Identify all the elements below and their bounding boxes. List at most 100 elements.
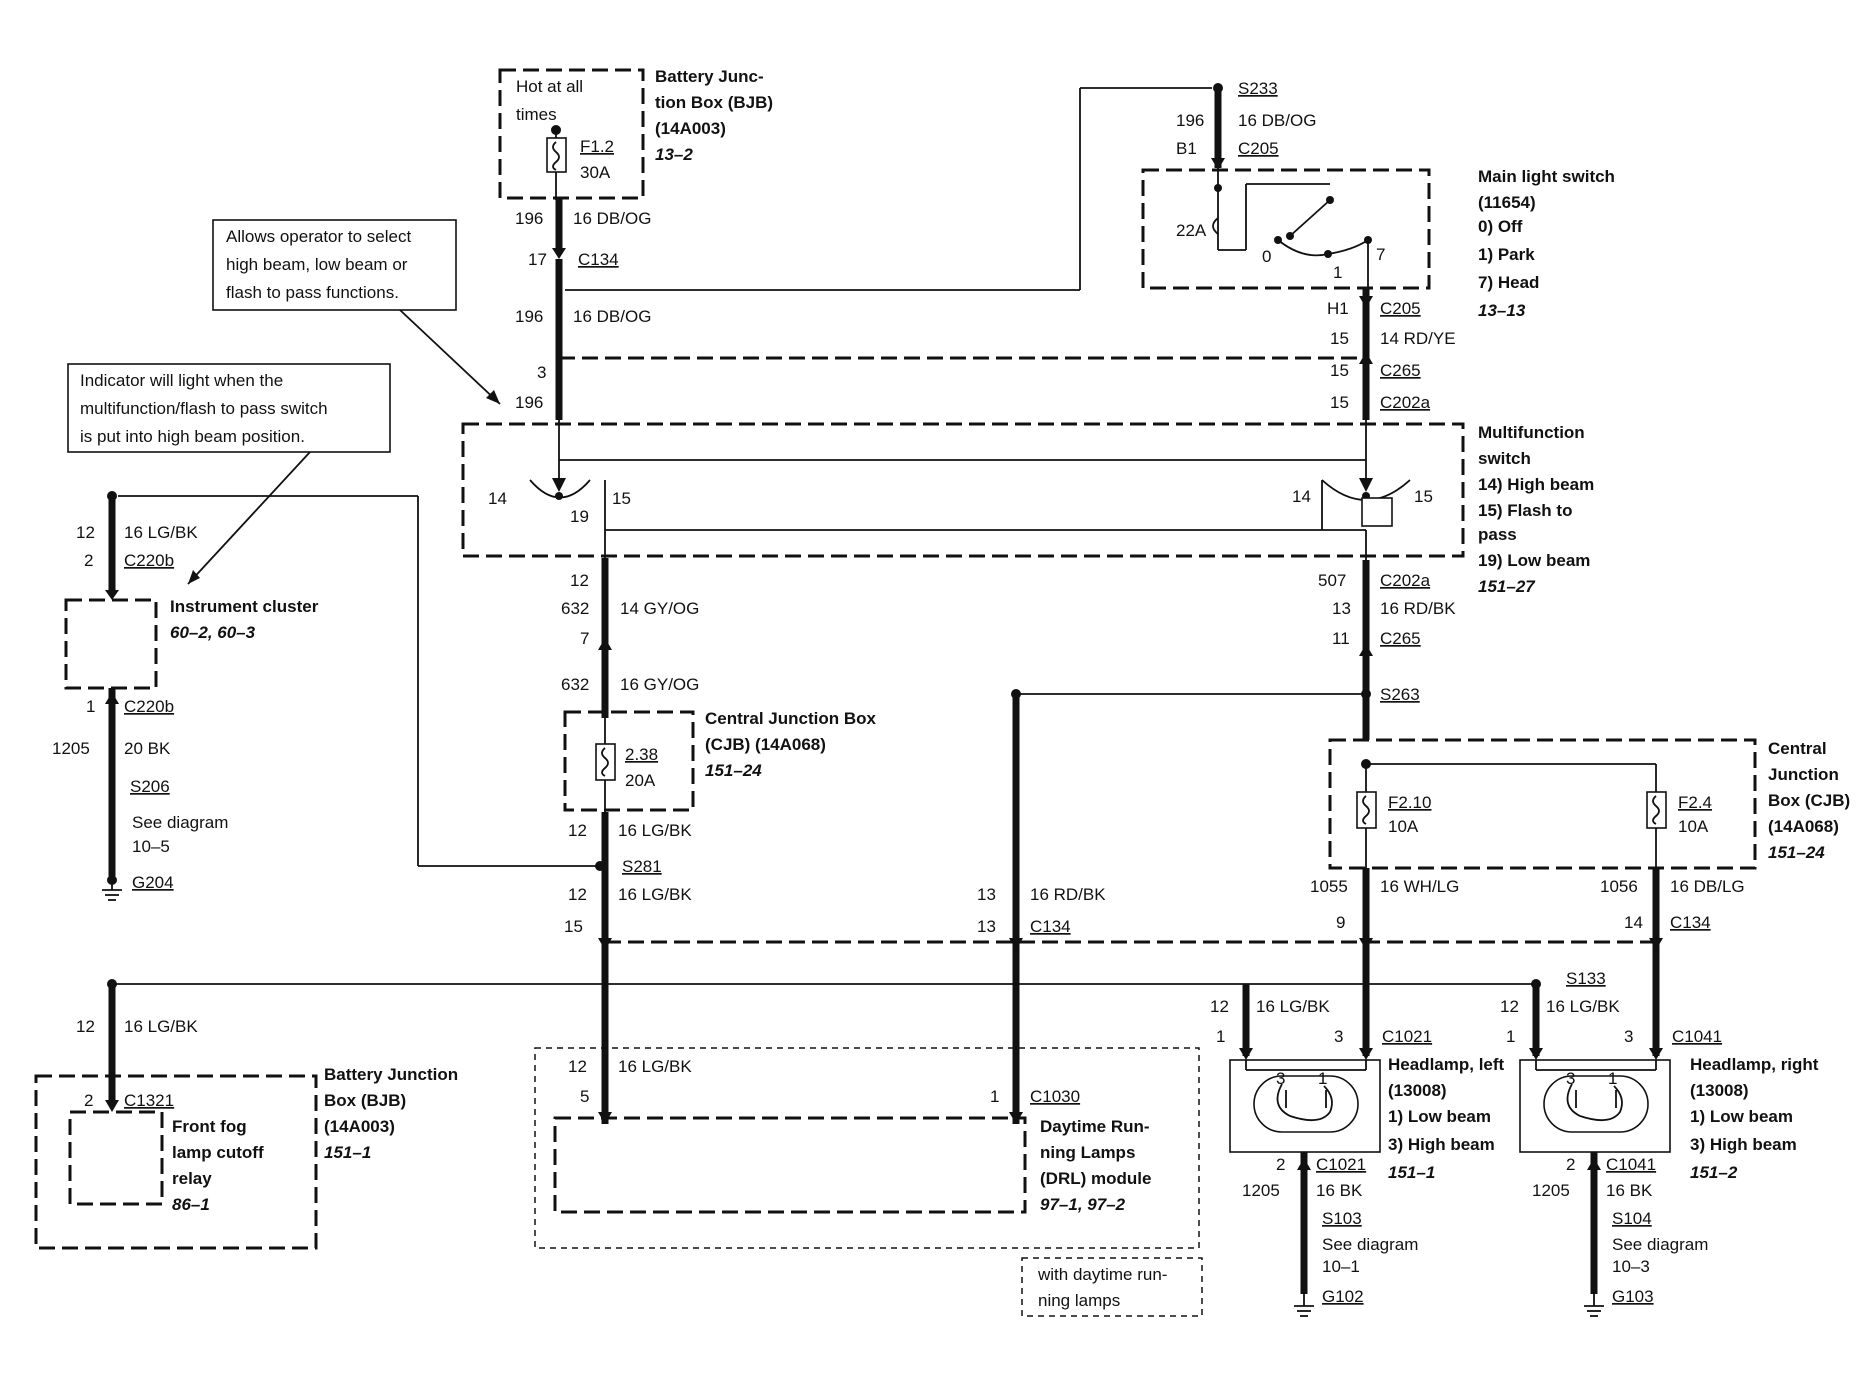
svg-text:0) Off: 0) Off (1478, 217, 1523, 236)
note-beam-select-arrowhead (486, 390, 500, 404)
svg-text:Hot at all: Hot at all (516, 77, 583, 96)
svg-text:2: 2 (1566, 1155, 1575, 1174)
svg-text:16 DB/OG: 16 DB/OG (1238, 111, 1316, 130)
svg-text:Central: Central (1768, 739, 1827, 758)
svg-text:C265: C265 (1380, 629, 1421, 648)
svg-text:151–24: 151–24 (705, 761, 762, 780)
svg-text:196: 196 (515, 209, 543, 228)
svg-text:10A: 10A (1678, 817, 1709, 836)
svg-text:tion Box (BJB): tion Box (BJB) (655, 93, 773, 112)
multifunction-switch-component: 14 19 15 14 19 15 Multifunction switch 1… (461, 422, 1594, 596)
svg-text:relay: relay (172, 1169, 212, 1188)
svg-text:pass: pass (1478, 525, 1517, 544)
svg-text:17: 17 (528, 250, 547, 269)
svg-text:See diagram: See diagram (1322, 1235, 1418, 1254)
svg-text:C202a: C202a (1380, 571, 1431, 590)
svg-text:Multifunction: Multifunction (1478, 423, 1585, 442)
svg-text:15: 15 (1330, 329, 1349, 348)
svg-text:flash to pass functions.: flash to pass functions. (226, 283, 399, 302)
svg-text:3: 3 (1334, 1027, 1343, 1046)
svg-text:1205: 1205 (52, 739, 90, 758)
fog-lamp-relay-component: 12 16 LG/BK 2 C1321 Front fog lamp cutof… (34, 984, 458, 1250)
svg-text:(11654): (11654) (1478, 193, 1536, 212)
svg-text:Central Junction Box: Central Junction Box (705, 709, 877, 728)
svg-text:1) Low beam: 1) Low beam (1690, 1107, 1793, 1126)
svg-text:Main light switch: Main light switch (1478, 167, 1615, 186)
svg-text:B1: B1 (1176, 139, 1197, 158)
svg-text:16 LG/BK: 16 LG/BK (1256, 997, 1330, 1016)
svg-text:(14A003): (14A003) (324, 1117, 395, 1136)
svg-text:0: 0 (1262, 247, 1271, 266)
left-column-labels: 196 16 DB/OG 17 C134 196 16 DB/OG 3 196 … (515, 209, 699, 694)
svg-text:F2.4: F2.4 (1678, 793, 1712, 812)
svg-text:16 LG/BK: 16 LG/BK (124, 523, 198, 542)
svg-text:3: 3 (1566, 1069, 1575, 1088)
svg-text:507: 507 (1318, 571, 1346, 590)
svg-text:C205: C205 (1380, 299, 1421, 318)
svg-text:C134: C134 (1670, 913, 1711, 932)
svg-text:196: 196 (1176, 111, 1204, 130)
instrument-cluster-component: 12 16 LG/BK 2 C220b Instrument cluster 6… (52, 491, 600, 901)
svg-text:Headlamp, left: Headlamp, left (1388, 1055, 1505, 1074)
svg-text:16 LG/BK: 16 LG/BK (618, 821, 692, 840)
svg-text:9: 9 (1336, 913, 1345, 932)
svg-text:632: 632 (561, 599, 589, 618)
svg-text:C205: C205 (1238, 139, 1279, 158)
svg-text:Front fog: Front fog (172, 1117, 247, 1136)
svg-text:14: 14 (1624, 913, 1643, 932)
svg-text:16 DB/OG: 16 DB/OG (573, 307, 651, 326)
svg-text:12: 12 (568, 821, 587, 840)
svg-text:2: 2 (1276, 1155, 1285, 1174)
svg-text:13: 13 (1332, 599, 1351, 618)
svg-text:lamp cutoff: lamp cutoff (172, 1143, 264, 1162)
svg-text:Junction: Junction (1768, 765, 1839, 784)
svg-text:(14A003): (14A003) (655, 119, 726, 138)
svg-text:multifunction/flash to pass sw: multifunction/flash to pass switch (80, 399, 328, 418)
svg-text:Instrument cluster: Instrument cluster (170, 597, 319, 616)
svg-text:1) Park: 1) Park (1478, 245, 1535, 264)
svg-text:with daytime run-: with daytime run- (1037, 1265, 1167, 1284)
svg-text:Indicator will light when the: Indicator will light when the (80, 371, 283, 390)
svg-text:2.38: 2.38 (625, 745, 658, 764)
svg-text:14 GY/OG: 14 GY/OG (620, 599, 699, 618)
svg-text:1056: 1056 (1600, 877, 1638, 896)
svg-text:(13008): (13008) (1388, 1081, 1447, 1100)
svg-text:151–1: 151–1 (324, 1143, 371, 1162)
svg-text:13–13: 13–13 (1478, 301, 1526, 320)
svg-text:ning Lamps: ning Lamps (1040, 1143, 1135, 1162)
svg-text:C1041: C1041 (1672, 1027, 1722, 1046)
svg-text:Box (CJB): Box (CJB) (1768, 791, 1850, 810)
svg-text:(14A068): (14A068) (1768, 817, 1839, 836)
svg-text:(13008): (13008) (1690, 1081, 1749, 1100)
headlamp-left-component: 3 1 12 16 LG/BK 1 3 C1021 2 C1021 1205 1… (1210, 997, 1505, 1317)
svg-text:15: 15 (1330, 361, 1349, 380)
svg-text:Battery Junc-: Battery Junc- (655, 67, 764, 86)
svg-text:C1321: C1321 (124, 1091, 174, 1110)
svg-text:14) High beam: 14) High beam (1478, 475, 1594, 494)
svg-text:C265: C265 (1380, 361, 1421, 380)
svg-text:1: 1 (1506, 1027, 1515, 1046)
note-beam-select: Allows operator to select high beam, low… (212, 219, 457, 311)
svg-text:12: 12 (568, 885, 587, 904)
svg-text:C1021: C1021 (1316, 1155, 1366, 1174)
svg-text:14 RD/YE: 14 RD/YE (1380, 329, 1456, 348)
svg-text:3: 3 (537, 363, 546, 382)
svg-text:3: 3 (1276, 1069, 1285, 1088)
svg-text:S233: S233 (1238, 79, 1278, 98)
svg-text:86–1: 86–1 (172, 1195, 210, 1214)
main-light-switch-component: 22A 0 1 7 S233 196 16 DB/OG B1 C205 Main… (1141, 79, 1615, 320)
svg-text:16 WH/LG: 16 WH/LG (1380, 877, 1459, 896)
svg-text:16 BK: 16 BK (1316, 1181, 1363, 1200)
drl-module-component: 12 16 LG/BK 5 1 C1030 Daytime Run- ning … (534, 1047, 1200, 1249)
svg-text:F2.10: F2.10 (1388, 793, 1431, 812)
svg-text:12: 12 (76, 523, 95, 542)
svg-text:C202a: C202a (1380, 393, 1431, 412)
svg-text:22A: 22A (1176, 221, 1207, 240)
svg-text:7: 7 (1376, 245, 1385, 264)
svg-text:16 RD/BK: 16 RD/BK (1380, 599, 1456, 618)
lower-section-labels: 12 16 LG/BK S281 12 16 LG/BK 15 13 16 RD… (564, 821, 1745, 988)
note-indicator: Indicator will light when the multifunct… (67, 363, 391, 453)
svg-text:97–1, 97–2: 97–1, 97–2 (1040, 1195, 1126, 1214)
svg-text:1205: 1205 (1242, 1181, 1280, 1200)
svg-text:7: 7 (580, 629, 589, 648)
